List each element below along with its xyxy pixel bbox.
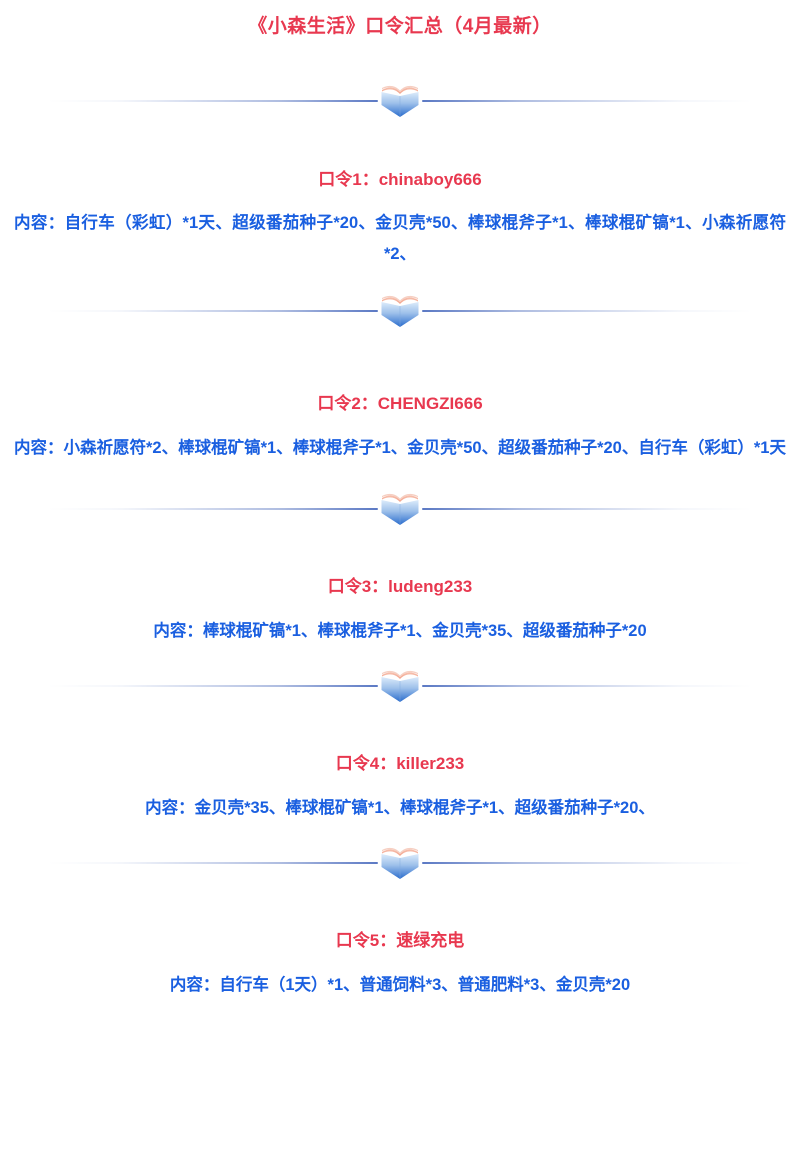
open-book-icon — [381, 671, 419, 703]
divider-rule-left — [48, 99, 378, 102]
divider-rule-left — [48, 310, 378, 313]
spacer — [0, 331, 800, 391]
spacer — [0, 529, 800, 574]
section-divider — [0, 843, 800, 883]
spacer — [0, 417, 800, 433]
divider-rule-right — [422, 99, 752, 102]
code-heading: 口令1：chinaboy666 — [318, 169, 482, 189]
divider-rule-right — [422, 862, 752, 865]
spacer — [0, 777, 800, 793]
spacer — [0, 706, 800, 751]
section-divider — [0, 489, 800, 529]
divider-rule-left — [48, 508, 378, 511]
divider-rule-right — [422, 310, 752, 313]
divider-rule-left — [48, 862, 378, 865]
code-section-4: 口令4：killer233 内容：金贝壳*35、棒球棍矿镐*1、棒球棍斧子*1、… — [0, 751, 800, 823]
section-divider — [0, 666, 800, 706]
page-title: 《小森生活》口令汇总（4月最新） — [248, 16, 552, 37]
open-book-icon — [381, 848, 419, 880]
code-content: 内容：自行车（1天）*1、普通饲料*3、普通肥料*3、金贝壳*20 — [169, 975, 631, 994]
code-heading: 口令4：killer233 — [335, 754, 465, 774]
spacer — [0, 121, 800, 167]
spacer — [0, 269, 800, 291]
code-content: 内容：棒球棍矿镐*1、棒球棍斧子*1、金贝壳*35、超级番茄种子*20 — [153, 621, 647, 640]
code-section-5: 口令5：速绿充电 内容：自行车（1天）*1、普通饲料*3、普通肥料*3、金贝壳*… — [0, 928, 800, 1000]
spacer — [0, 192, 800, 208]
open-book-icon — [381, 494, 419, 526]
code-heading: 口令2：CHENGZI666 — [317, 394, 483, 414]
code-heading: 口令3：ludeng233 — [327, 577, 473, 597]
code-heading: 口令5：速绿充电 — [335, 931, 465, 951]
divider-rule-right — [422, 508, 752, 511]
divider-rule-right — [422, 685, 752, 688]
spacer — [0, 41, 800, 81]
code-section-2: 口令2：CHENGZI666 内容：小森祈愿符*2、棒球棍矿镐*1、棒球棍斧子*… — [0, 391, 800, 463]
open-book-icon — [381, 85, 419, 117]
code-section-3: 口令3：ludeng233 内容：棒球棍矿镐*1、棒球棍斧子*1、金贝壳*35、… — [0, 574, 800, 646]
code-content: 内容：金贝壳*35、棒球棍矿镐*1、棒球棍斧子*1、超级番茄种子*20、 — [145, 798, 655, 817]
code-section-1: 口令1：chinaboy666 内容：自行车（彩虹）*1天、超级番茄种子*20、… — [0, 167, 800, 270]
code-content: 内容：自行车（彩虹）*1天、超级番茄种子*20、金贝壳*50、棒球棍斧子*1、棒… — [14, 214, 786, 263]
spacer — [0, 463, 800, 489]
open-book-icon — [381, 296, 419, 328]
spacer — [0, 823, 800, 843]
section-divider — [0, 291, 800, 331]
divider-rule-left — [48, 685, 378, 688]
spacer — [0, 883, 800, 928]
code-content: 内容：小森祈愿符*2、棒球棍矿镐*1、棒球棍斧子*1、金贝壳*50、超级番茄种子… — [14, 438, 786, 457]
section-divider — [0, 81, 800, 121]
spacer — [0, 954, 800, 970]
spacer — [0, 600, 800, 616]
spacer — [0, 646, 800, 666]
